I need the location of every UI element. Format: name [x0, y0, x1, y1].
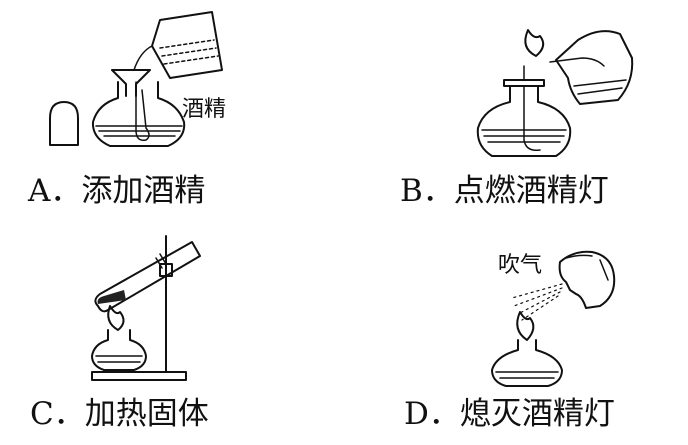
- panel-d-drawing: [491, 250, 616, 387]
- stopper: [155, 253, 167, 269]
- panel-c-drawing: [91, 235, 201, 381]
- lamp-neck-cap: [503, 79, 545, 87]
- iron-stand: [91, 235, 187, 381]
- beaker-liquid: [159, 39, 219, 65]
- clamp: [159, 263, 173, 277]
- person-head: [558, 250, 616, 309]
- tilted-lamp: [555, 30, 634, 105]
- caption-c: C．加热固体: [30, 396, 209, 432]
- flame: [524, 29, 545, 57]
- alcohol-lamp-body: [91, 81, 186, 147]
- test-tube: [94, 241, 201, 313]
- funnel: [111, 69, 151, 97]
- caption-b: B．点燃酒精灯: [400, 173, 609, 209]
- solid-sample: [97, 290, 126, 304]
- flame: [516, 311, 535, 341]
- panel-b-drawing: [476, 29, 634, 157]
- alcohol-label: 酒精: [182, 97, 227, 122]
- lamp-cap: [49, 101, 79, 146]
- wick: [135, 81, 150, 142]
- pour-stream: [133, 45, 153, 71]
- caption-a: A．添加酒精: [28, 173, 206, 209]
- lamp-liquid: [95, 125, 183, 137]
- blow-label: 吹气: [498, 253, 543, 278]
- tilted-lamp-liquid: [573, 79, 627, 95]
- wick: [523, 65, 541, 152]
- hair: [565, 254, 609, 281]
- alcohol-lamp-body: [476, 85, 572, 157]
- breath-spray: [511, 283, 563, 321]
- tilted-lamp-wick: [549, 57, 605, 67]
- caption-d: D．熄灭酒精灯: [404, 396, 615, 432]
- alcohol-lamp-body: [91, 329, 147, 371]
- alcohol-lamp-body: [491, 339, 563, 387]
- beaker: [151, 11, 223, 79]
- flame: [107, 305, 125, 331]
- panel-a-drawing: [49, 11, 223, 147]
- lamp-liquid: [95, 355, 143, 363]
- lamp-liquid: [495, 371, 559, 379]
